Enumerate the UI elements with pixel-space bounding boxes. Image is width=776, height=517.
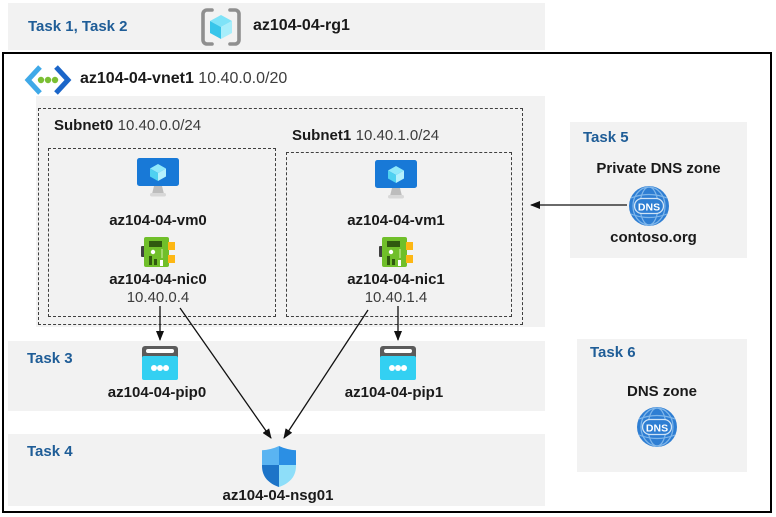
subnet0-title: Subnet0 10.40.0.0/24 bbox=[54, 117, 201, 135]
subnets-group-dashed-box bbox=[38, 108, 523, 325]
dns-zone-icon: DNS bbox=[637, 407, 677, 447]
vnet-name: az104-04-vnet1 bbox=[80, 70, 194, 87]
pip1-icon bbox=[380, 346, 416, 380]
nic1-ip: 10.40.1.4 bbox=[364, 289, 428, 306]
subnet1-title: Subnet1 10.40.1.0/24 bbox=[292, 127, 439, 145]
pip1-label: az104-04-pip1 bbox=[344, 384, 444, 401]
nsg-label: az104-04-nsg01 bbox=[222, 487, 334, 504]
nic0-label: az104-04-nic0 bbox=[109, 271, 207, 288]
subnet0-name: Subnet0 bbox=[54, 117, 114, 134]
subnet0-dashed-box bbox=[48, 148, 276, 317]
subnet1-name: Subnet1 bbox=[292, 127, 352, 144]
resource-group-icon bbox=[201, 8, 241, 46]
dns-zone-title: DNS zone bbox=[626, 383, 697, 400]
pip0-label: az104-04-pip0 bbox=[107, 384, 207, 401]
task-5-label: Task 5 bbox=[583, 129, 629, 146]
task-1-2-label: Task 1, Task 2 bbox=[28, 18, 128, 35]
subnet1-dashed-box bbox=[286, 152, 512, 317]
vnet-title: az104-04-vnet1 10.40.0.0/20 bbox=[80, 70, 287, 88]
dns-icon-text: DNS bbox=[638, 201, 660, 213]
task-6-label: Task 6 bbox=[590, 344, 636, 361]
nsg-shield-icon bbox=[262, 446, 296, 487]
dns-icon-text: DNS bbox=[646, 422, 668, 434]
private-dns-zone-icon: DNS bbox=[629, 186, 669, 226]
nic0-icon bbox=[141, 237, 175, 267]
private-dns-zone-title: Private DNS zone bbox=[596, 160, 721, 177]
vm0-label: az104-04-vm0 bbox=[109, 212, 207, 229]
subnet0-cidr: 10.40.0.0/24 bbox=[117, 117, 202, 134]
nic1-label: az104-04-nic1 bbox=[347, 271, 445, 288]
task3-band bbox=[8, 341, 545, 411]
pip0-icon bbox=[142, 346, 178, 380]
vm1-icon bbox=[375, 160, 417, 199]
vnet-cidr: 10.40.0.0/20 bbox=[198, 70, 288, 87]
virtual-network-icon bbox=[24, 65, 72, 95]
resource-group-name: az104-04-rg1 bbox=[253, 17, 350, 34]
task6-panel bbox=[577, 339, 747, 472]
vnet-address-space-area bbox=[36, 96, 545, 327]
resource-group-band: Task 1, Task 2 bbox=[8, 3, 545, 50]
nic0-ip: 10.40.0.4 bbox=[126, 289, 190, 306]
vnet-frame bbox=[2, 52, 772, 513]
subnet1-cidr: 10.40.1.0/24 bbox=[355, 127, 440, 144]
task-3-label: Task 3 bbox=[27, 350, 73, 367]
vm1-label: az104-04-vm1 bbox=[347, 212, 445, 229]
task-4-label: Task 4 bbox=[27, 443, 73, 460]
vm0-icon bbox=[137, 158, 179, 197]
nic1-icon bbox=[379, 237, 413, 267]
private-dns-zone-name: contoso.org bbox=[610, 229, 697, 246]
